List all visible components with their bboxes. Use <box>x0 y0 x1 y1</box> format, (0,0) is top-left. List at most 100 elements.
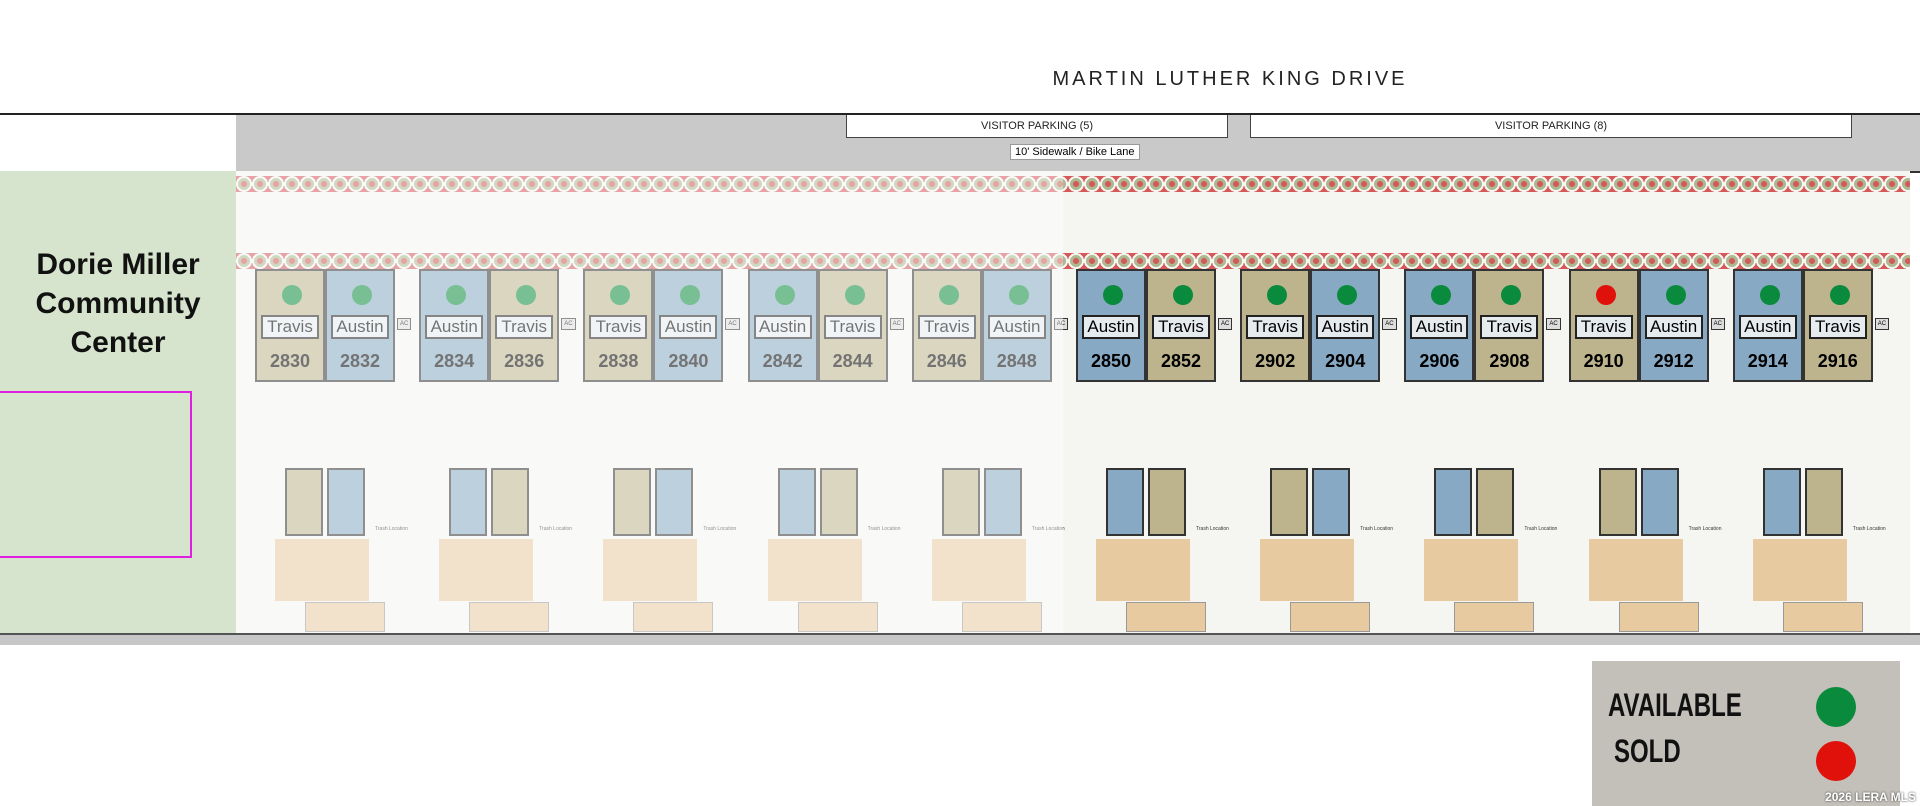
unit-number: 2852 <box>1160 351 1202 371</box>
status-dot-icon <box>446 285 467 305</box>
ac-unit-label: AC <box>1710 318 1725 330</box>
unit-type: Travis <box>261 315 319 339</box>
status-dot-icon <box>1103 285 1123 305</box>
ac-unit-label: AC <box>725 318 740 330</box>
unit-type: Travis <box>1574 315 1633 339</box>
unit-type: Austin <box>331 315 389 339</box>
unit-number: 2902 <box>1255 351 1296 371</box>
trash-location-label: Trash Location <box>539 526 573 532</box>
unit-type: Austin <box>987 315 1046 339</box>
status-dot-icon <box>1829 285 1850 305</box>
unit-type: Austin <box>1738 315 1797 339</box>
unit-type: Austin <box>1082 315 1140 339</box>
unit-2846[interactable]: Travis 2846 <box>911 269 982 382</box>
unit-2840[interactable]: Austin 2840 <box>653 269 724 382</box>
visitor-parking-5: VISITOR PARKING (5) <box>846 115 1228 138</box>
unit-2832[interactable]: Austin 2832 <box>325 269 395 382</box>
driveway <box>275 539 369 601</box>
parking-bay <box>469 602 550 632</box>
status-dot-icon <box>774 285 795 305</box>
status-dot-icon <box>282 285 302 305</box>
garage <box>1762 468 1801 536</box>
unit-type: Austin <box>425 315 484 339</box>
garage <box>285 468 323 536</box>
landscaping-row <box>236 176 1910 192</box>
garage <box>1148 468 1186 536</box>
unit-2844[interactable]: Travis 2844 <box>817 269 888 382</box>
unit-2914[interactable]: Austin 2914 <box>1732 269 1803 382</box>
garage <box>983 468 1022 536</box>
unit-2850[interactable]: Austin 2850 <box>1076 269 1146 382</box>
status-dot-icon <box>1337 285 1358 305</box>
trash-location-label: Trash Location <box>1524 526 1558 532</box>
parking-bay <box>305 602 385 632</box>
legend-sold-label: SOLD <box>1614 733 1681 769</box>
status-dot-icon <box>1008 285 1029 305</box>
parking-bay <box>1454 602 1535 632</box>
unit-2848[interactable]: Austin 2848 <box>981 269 1052 382</box>
unit-2910[interactable]: Travis 2910 <box>1568 269 1639 382</box>
trash-location-label: Trash Location <box>703 526 737 532</box>
unit-2906[interactable]: Austin 2906 <box>1404 269 1475 382</box>
unit-type: Austin <box>1644 315 1703 339</box>
unit-type: Austin <box>1410 315 1469 339</box>
unit-number: 2838 <box>598 351 639 371</box>
watermark: 2026 LERA MLS <box>1825 790 1916 804</box>
unit-2836[interactable]: Travis 2836 <box>489 269 560 382</box>
unit-number: 2846 <box>926 351 967 371</box>
parking-bay <box>961 602 1042 632</box>
visitor-parking-label: VISITOR PARKING (8) <box>1494 120 1608 132</box>
driveway <box>1424 539 1519 601</box>
trash-location-label: Trash Location <box>1360 526 1394 532</box>
unit-2916[interactable]: Travis 2916 <box>1802 269 1873 382</box>
unit-2908[interactable]: Travis 2908 <box>1474 269 1545 382</box>
unit-type: Travis <box>1808 315 1867 339</box>
unit-2912[interactable]: Austin 2912 <box>1638 269 1709 382</box>
unit-2834[interactable]: Austin 2834 <box>419 269 490 382</box>
driveway <box>931 539 1026 601</box>
trash-location-label: Trash Location <box>1688 526 1722 532</box>
unit-number: 2842 <box>762 351 803 371</box>
ac-unit-label: AC <box>889 318 904 330</box>
ac-unit-label: AC <box>1053 318 1069 330</box>
landscaping-row <box>236 253 1910 269</box>
street-name: MARTIN LUTHER KING DRIVE <box>1052 68 1408 90</box>
unit-2830[interactable]: Travis 2830 <box>255 269 325 382</box>
parking-bay <box>1290 602 1371 632</box>
status-dot-icon <box>610 285 631 305</box>
garage <box>1640 468 1679 536</box>
unit-number: 2836 <box>504 351 545 371</box>
unit-2838[interactable]: Travis 2838 <box>583 269 654 382</box>
unit-number: 2908 <box>1489 351 1530 371</box>
rear-road <box>0 633 1920 645</box>
unit-2902[interactable]: Travis 2902 <box>1240 269 1311 382</box>
status-dot-icon <box>680 285 701 305</box>
garage <box>777 468 816 536</box>
unit-number: 2916 <box>1817 351 1858 371</box>
unit-2904[interactable]: Austin 2904 <box>1310 269 1381 382</box>
status-dot-icon <box>938 285 959 305</box>
driveway <box>1752 539 1847 601</box>
faded-future-phase-overlay <box>236 171 1063 633</box>
parking-bay <box>1618 602 1699 632</box>
sold-dot-icon <box>1816 741 1856 781</box>
unit-type: Travis <box>917 315 976 339</box>
unit-2842[interactable]: Austin 2842 <box>747 269 818 382</box>
driveway <box>767 539 862 601</box>
community-center-building <box>0 391 192 558</box>
garage <box>449 468 488 536</box>
unit-type: Austin <box>753 315 812 339</box>
unit-type: Austin <box>659 315 718 339</box>
driveway <box>439 539 534 601</box>
unit-number: 2912 <box>1653 351 1694 371</box>
unit-number: 2906 <box>1419 351 1460 371</box>
garage <box>941 468 980 536</box>
unit-number: 2832 <box>339 351 381 371</box>
parking-bay <box>633 602 714 632</box>
unit-2852[interactable]: Travis 2852 <box>1146 269 1216 382</box>
garage <box>327 468 365 536</box>
unit-type: Travis <box>1246 315 1305 339</box>
unit-number: 2914 <box>1747 351 1788 371</box>
driveway <box>1096 539 1190 601</box>
garage <box>1270 468 1309 536</box>
